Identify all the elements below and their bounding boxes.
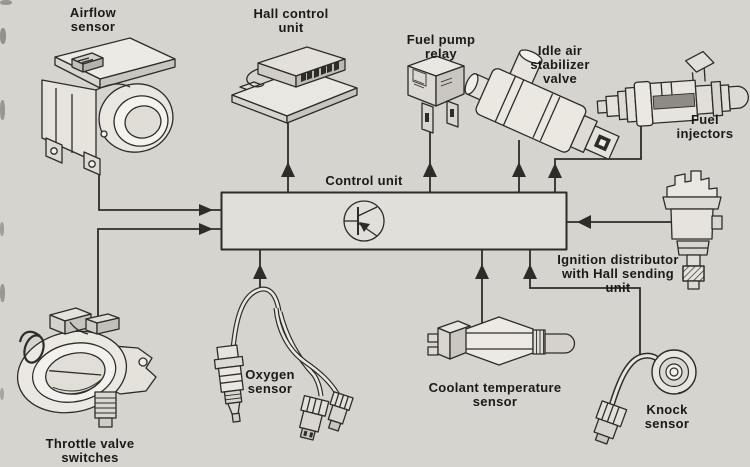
scan-smudge: [0, 100, 5, 120]
control-unit-box: [220, 191, 568, 251]
line-airflow-sensor: [98, 170, 221, 211]
hall-control-unit-illustration: [231, 46, 358, 124]
throttle-valve-switches-illustration: [16, 307, 157, 428]
idle-air-stabilizer-valve-illustration: [464, 49, 620, 160]
airflow-sensor-illustration: [41, 37, 176, 176]
connection-arrowheads: [199, 162, 591, 279]
oxygen-sensor-illustration: [213, 286, 354, 441]
scan-smudge: [0, 222, 4, 236]
scan-smudge: [0, 28, 6, 44]
coolant-temperature-sensor-illustration: [427, 316, 576, 366]
fuel-injectors-illustration: [596, 50, 749, 127]
scan-smudge: [0, 284, 5, 302]
scan-smudge: [0, 0, 12, 5]
fuel-pump-relay-illustration: [407, 55, 465, 134]
line-throttle-valve-switches: [97, 228, 221, 316]
ignition-distributor-illustration: [662, 170, 723, 290]
transistor-icon: [343, 200, 385, 242]
knock-sensor-illustration: [593, 349, 697, 445]
scan-smudge: [0, 388, 4, 400]
